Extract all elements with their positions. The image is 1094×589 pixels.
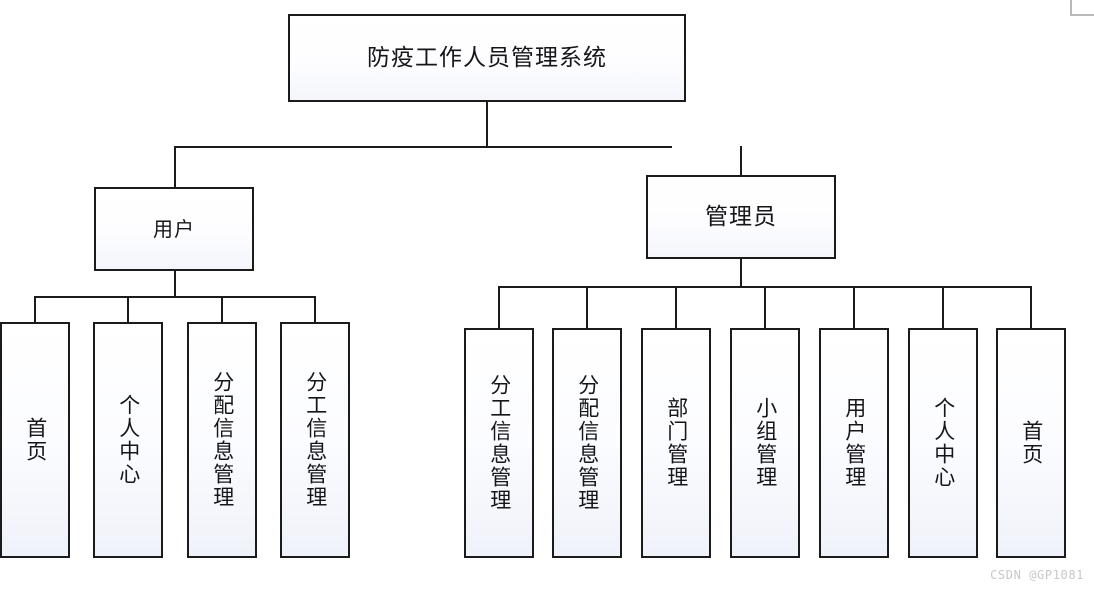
- leaf-label: 个人中心: [116, 394, 141, 486]
- connector-user-drop-1: [34, 296, 36, 323]
- corner-mark: [1070, 0, 1094, 16]
- leaf-admin-group-management[interactable]: 小组管理: [730, 328, 800, 558]
- connector-user-drop-2: [127, 296, 129, 323]
- leaf-label: 首页: [23, 417, 48, 463]
- leaf-label: 分配信息管理: [575, 374, 600, 512]
- leaf-user-division-info-management[interactable]: 分工信息管理: [280, 322, 350, 558]
- connector-root-to-admin: [740, 146, 742, 175]
- leaf-label: 用户管理: [842, 397, 867, 489]
- connector-admin-drop-1: [498, 286, 500, 328]
- watermark: CSDN @GP1081: [990, 568, 1084, 582]
- leaf-admin-department-management[interactable]: 部门管理: [641, 328, 711, 558]
- connector-user-stem: [174, 271, 176, 298]
- leaf-user-allocation-info-management[interactable]: 分配信息管理: [187, 322, 257, 558]
- connector-admin-drop-6: [942, 286, 944, 328]
- leaf-label: 分工信息管理: [303, 371, 328, 509]
- leaf-label: 分工信息管理: [487, 374, 512, 512]
- leaf-admin-user-management[interactable]: 用户管理: [819, 328, 889, 558]
- connector-user-drop-3: [221, 296, 223, 323]
- leaf-label: 小组管理: [753, 397, 778, 489]
- connector-root-to-user: [174, 146, 176, 187]
- leaf-label: 分配信息管理: [210, 371, 235, 509]
- connector-user-bus: [34, 296, 316, 298]
- connector-admin-drop-3: [675, 286, 677, 328]
- connector-user-drop-4: [314, 296, 316, 323]
- node-root[interactable]: 防疫工作人员管理系统: [288, 14, 686, 102]
- connector-admin-stem: [740, 259, 742, 288]
- leaf-label: 首页: [1019, 420, 1044, 466]
- node-branch-admin[interactable]: 管理员: [646, 175, 836, 259]
- leaf-user-home[interactable]: 首页: [0, 322, 70, 558]
- leaf-admin-division-info-management[interactable]: 分工信息管理: [464, 328, 534, 558]
- leaf-user-personal-center[interactable]: 个人中心: [93, 322, 163, 558]
- connector-root-stem: [486, 102, 488, 147]
- leaf-admin-allocation-info-management[interactable]: 分配信息管理: [552, 328, 622, 558]
- leaf-label: 个人中心: [931, 397, 956, 489]
- connector-admin-drop-4: [764, 286, 766, 328]
- connector-root-bus: [174, 146, 672, 148]
- connector-admin-drop-7: [1030, 286, 1032, 328]
- leaf-label: 部门管理: [664, 397, 689, 489]
- connector-admin-drop-5: [853, 286, 855, 328]
- leaf-admin-home[interactable]: 首页: [996, 328, 1066, 558]
- node-branch-user[interactable]: 用户: [94, 187, 254, 271]
- leaf-admin-personal-center[interactable]: 个人中心: [908, 328, 978, 558]
- connector-admin-drop-2: [586, 286, 588, 328]
